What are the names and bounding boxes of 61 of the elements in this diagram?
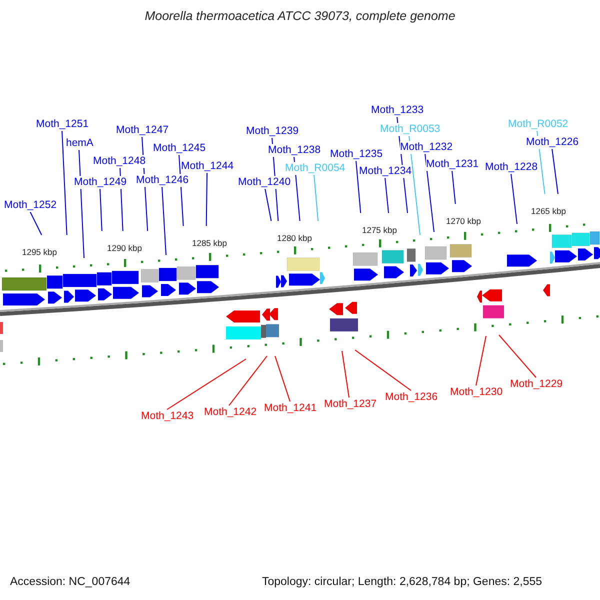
scale-label: 1275 kbp (362, 225, 397, 235)
gene-label: Moth_1229 (510, 378, 563, 390)
gene-label: Moth_1245 (153, 142, 206, 154)
leader-line (510, 173, 518, 224)
scale-label: 1280 kbp (277, 233, 312, 243)
leader-line (206, 172, 208, 226)
leader-line (264, 188, 272, 222)
gene-label: Moth_1252 (4, 198, 57, 212)
leader-line (384, 177, 390, 214)
footer-text: Topology: circular; Length: 2,628,784 bp; Genes: 2,555 (262, 575, 542, 589)
leader-line (62, 130, 68, 236)
leader-line (78, 149, 84, 258)
gene-label: Moth_R0053 (380, 122, 440, 136)
gene-label: Moth_1244 (181, 160, 234, 172)
leader-line (274, 356, 290, 402)
gene-label: Moth_1235 (330, 148, 383, 160)
gene-label: Moth_1236 (385, 390, 438, 404)
gene-label: Moth_1240 (238, 176, 291, 188)
gene-label: Moth_1242 (204, 406, 257, 418)
gene-label: Moth_1234 (359, 164, 412, 178)
scale-label: 1265 kbp (531, 206, 566, 216)
leader-line (342, 350, 350, 398)
leader-line (476, 336, 486, 386)
leader-line (498, 334, 536, 378)
scale-label: 1295 kbp (22, 247, 57, 257)
leader-line (228, 356, 268, 406)
title: Moorella thermoacetica ATCC 39073, complete genome (144, 9, 456, 23)
leader-line (354, 350, 412, 391)
gene-label: Moth_1248 (93, 154, 146, 168)
gene-label: Moth_1232 (400, 140, 453, 154)
scale-label: 1290 kbp (107, 243, 142, 253)
gene-label: Moth_1243 (141, 410, 194, 422)
scale-label: 1270 kbp (446, 216, 481, 226)
leader-line (424, 153, 434, 232)
footer-text: Accession: NC_007644 (10, 575, 130, 589)
gene-label: hemA (66, 136, 94, 150)
gene-label: Moth_1228 (485, 160, 538, 174)
gene-label: Moth_1249 (74, 176, 127, 188)
leader-line (162, 186, 166, 256)
leader-line (356, 160, 362, 214)
leader-line (408, 135, 420, 236)
leader-line (552, 148, 558, 194)
gene-label: Moth_1230 (450, 386, 503, 398)
gene-label: Moth_1239 (246, 124, 299, 138)
gene-label: Moth_1251 (36, 118, 89, 130)
gene-label: Moth_1226 (526, 136, 579, 148)
gene-label: Moth_1238 (268, 144, 321, 156)
gene-label: Moth_R0052 (508, 118, 568, 130)
scale-label: 1285 kbp (192, 238, 227, 248)
leader-line (452, 170, 456, 204)
gene-label: Moth_1246 (136, 174, 189, 186)
gene-label: Moth_1233 (371, 104, 424, 116)
gene-label: Moth_1247 (116, 124, 169, 136)
leader-line (30, 211, 42, 236)
leader-line (100, 188, 102, 232)
gene-label: Moth_1231 (426, 158, 479, 170)
leader-line (166, 358, 246, 410)
leader-line (314, 174, 319, 222)
gene-label: Moth_R0054 (285, 162, 346, 174)
gene-label: Moth_1237 (324, 398, 377, 410)
gene-label: Moth_1241 (264, 402, 317, 414)
